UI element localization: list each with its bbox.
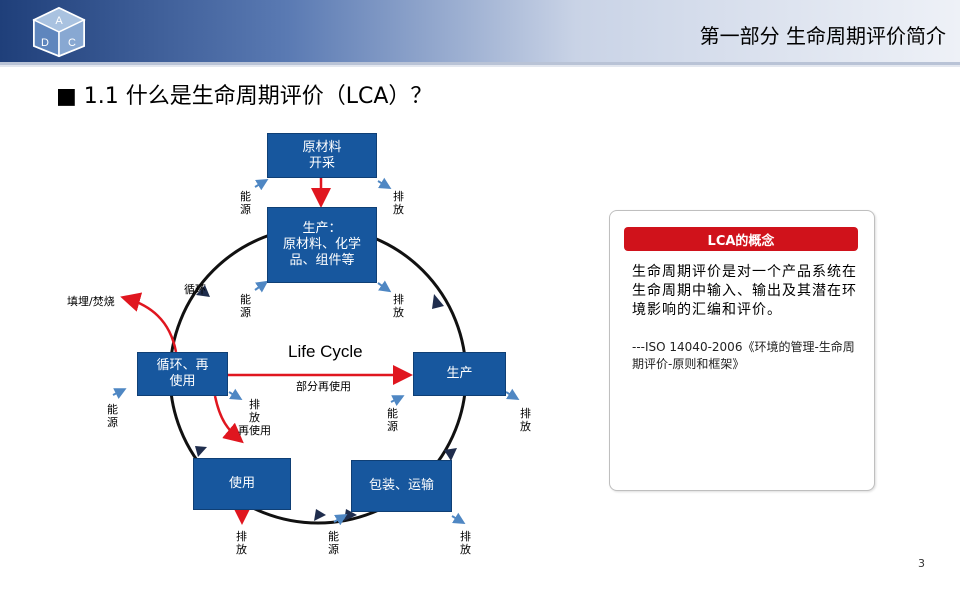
energy-label: 能 源 [107, 403, 118, 429]
energy-label: 能 源 [387, 407, 398, 433]
lca-source-citation: ---ISO 14040-2006《环境的管理-生命周期评价-原则和框架》 [632, 340, 855, 371]
emission-label: 排 放 [236, 530, 247, 556]
cycle-arrowhead [432, 294, 444, 309]
box-production-materials: 生产： 原材料、化学 品、组件等 [267, 207, 377, 283]
emission-reuse-label: 排 放 再使用 [238, 398, 271, 437]
box-use: 使用 [193, 458, 291, 510]
energy-input-arrow [254, 178, 269, 191]
energy-label: 能 源 [240, 190, 251, 216]
cycle-arrowhead [444, 448, 457, 461]
emission-label: 排 放 [393, 190, 404, 216]
landfill-arrow [120, 292, 178, 353]
emission-output-arrow [377, 177, 392, 190]
adc-logo: A D C [32, 6, 86, 58]
life-cycle-label: Life Cycle [288, 342, 363, 361]
partial-reuse-label: 部分再使用 [296, 380, 351, 393]
reuse-arrow [213, 395, 244, 444]
section-title: 第一部分 生命周期评价简介 [699, 24, 946, 48]
energy-input-arrow [390, 395, 405, 406]
cycle-arrowhead [196, 285, 210, 297]
box-recycle-reuse: 循环、再 使用 [137, 352, 228, 396]
emission-output-arrow [451, 512, 466, 525]
recycle-small-label: 循环 [184, 283, 206, 296]
emission-output-arrow [505, 388, 520, 401]
logo-letter-c: C [68, 37, 76, 49]
box-packaging-transport: 包装、运输 [351, 460, 452, 512]
logo-letter-d: D [41, 37, 49, 49]
cycle-arrowhead [195, 446, 207, 457]
lca-definition-text: 生命周期评价是对一个产品系统在生命周期中输入、输出及其潜在环境影响的汇编和评价。 [632, 264, 857, 318]
header-bar [0, 0, 960, 62]
energy-label: 能 源 [328, 530, 339, 556]
box-production: 生产 [413, 352, 506, 396]
landfill-label: 填埋/焚烧 [67, 295, 115, 308]
energy-label: 能 源 [240, 293, 251, 319]
energy-input-arrow [112, 388, 127, 399]
lca-concept-badge: LCA的概念 [624, 227, 858, 251]
energy-input-arrow [333, 513, 348, 526]
box-raw-material-extraction: 原材料 开采 [267, 133, 377, 178]
energy-input-arrow [254, 280, 269, 293]
emission-label: 排 放 [460, 530, 471, 556]
lca-concept-panel: LCA的概念 生命周期评价是对一个产品系统在生命周期中输入、输出及其潜在环境影响… [609, 210, 875, 491]
emission-label: 排 放 [393, 293, 404, 319]
emission-output-arrow [377, 280, 392, 293]
header-divider-light [0, 65, 960, 67]
emission-output-arrow [228, 388, 243, 401]
logo-letter-a: A [55, 15, 63, 27]
header-divider [0, 62, 960, 65]
cycle-arrowhead [314, 509, 326, 521]
page-number: 3 [918, 557, 925, 570]
emission-label: 排 放 [520, 407, 531, 433]
slide-heading: ■ 1.1 什么是生命周期评价（LCA）？ [56, 84, 433, 109]
